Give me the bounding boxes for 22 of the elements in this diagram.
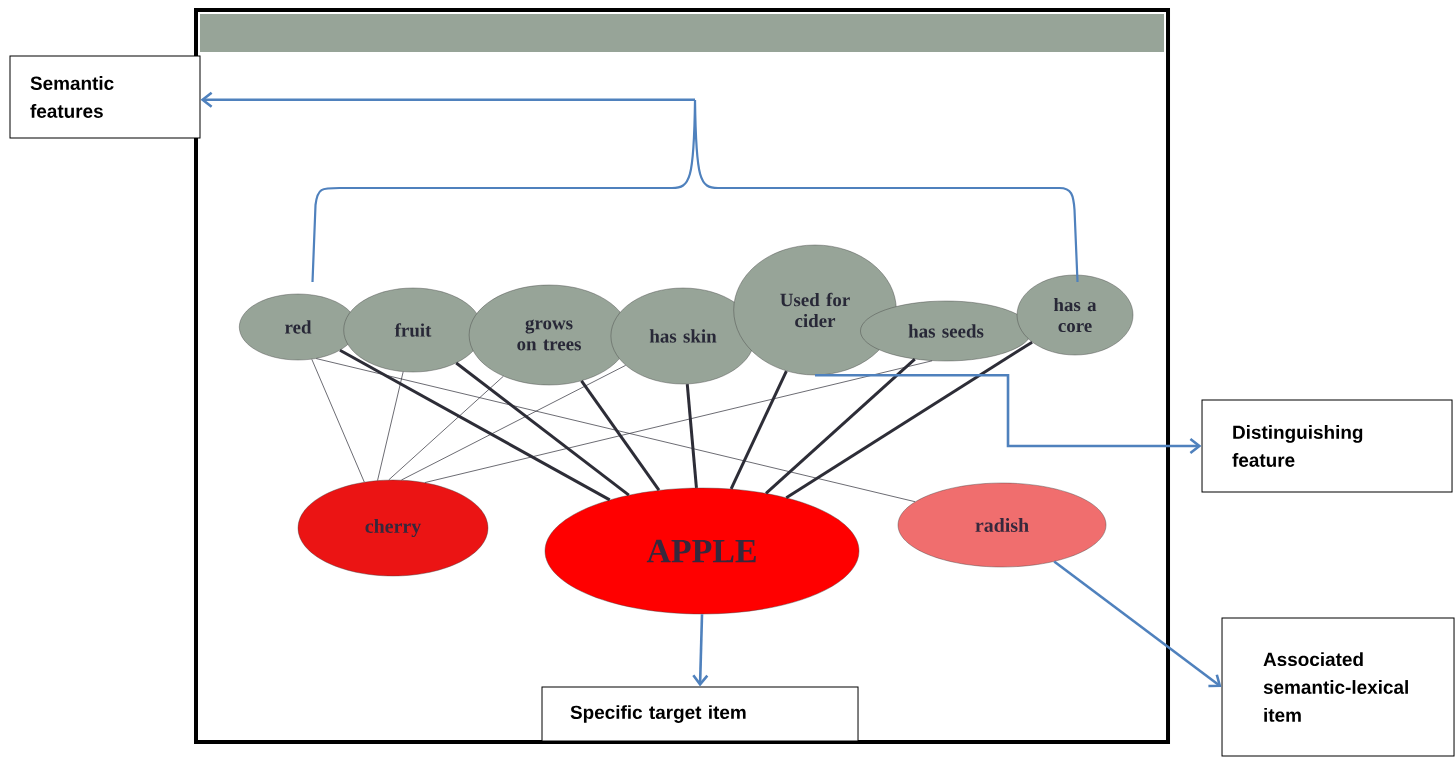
connector-line	[1053, 560, 1222, 688]
label-box: Associated semantic-lexical item	[1221, 617, 1455, 757]
brace	[311, 98, 1079, 283]
connector-line	[815, 373, 1202, 455]
connector-line	[200, 91, 695, 108]
label-box: Distinguishing feature	[1201, 399, 1453, 493]
connector-line	[729, 370, 788, 490]
label-box: Semantic features	[9, 55, 201, 139]
connector-line	[785, 340, 1033, 499]
connector-line	[692, 614, 709, 687]
connector-line	[311, 358, 365, 483]
connector-line	[401, 365, 626, 481]
connector-line	[424, 360, 933, 483]
connector-line	[315, 358, 916, 503]
connector-line	[765, 358, 916, 495]
connector-line	[455, 361, 630, 497]
connector-line	[339, 348, 611, 502]
connector-line	[377, 371, 404, 481]
connector-line	[685, 384, 698, 488]
connector-line	[388, 375, 504, 481]
connector-line	[580, 380, 661, 492]
label-box: Specific target item	[541, 686, 859, 742]
